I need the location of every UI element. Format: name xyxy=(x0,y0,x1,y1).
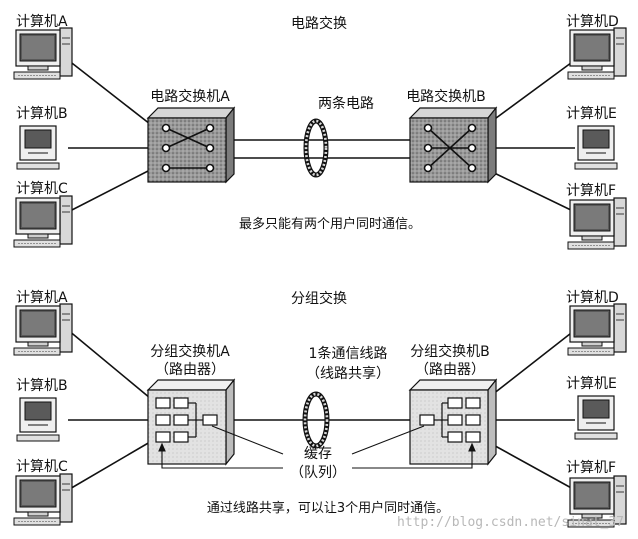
circuit-note: 最多只能有两个用户同时通信。 xyxy=(239,216,421,232)
computer-c-top-label: 计算机C xyxy=(16,181,68,197)
computer-b-top-label: 计算机B xyxy=(16,106,68,122)
computer-d-bottom-label: 计算机D xyxy=(566,290,619,306)
buffer-callout-lines xyxy=(158,425,476,469)
packet-switch-b-label-2: （路由器） xyxy=(415,362,485,378)
computer-e-top-label: 计算机E xyxy=(566,106,617,122)
computer-b-bottom xyxy=(16,397,60,442)
computer-c-top xyxy=(13,195,73,248)
buffer-label-1: 缓存 xyxy=(304,446,332,462)
computer-a-top xyxy=(13,27,73,80)
packet-switch-b-label-1: 分组交换机B xyxy=(410,343,490,360)
computer-e-bottom xyxy=(574,395,618,440)
packet-switch-a-label-1: 分组交换机A xyxy=(150,343,230,360)
computer-b-bottom-label: 计算机B xyxy=(16,378,68,394)
circuit-switch-a-label: 电路交换机A xyxy=(150,88,230,105)
packet-link-ring xyxy=(302,391,330,449)
circuit-switch-a xyxy=(146,106,236,184)
packet-switch-a-label-2: （路由器） xyxy=(155,362,225,378)
computer-a-top-label: 计算机A xyxy=(16,14,68,30)
computer-c-bottom xyxy=(13,473,73,526)
packet-link-label-1: 1条通信线路 xyxy=(309,345,388,362)
packet-switch-b xyxy=(408,378,498,466)
circuit-bundle-ring xyxy=(303,118,329,178)
computer-d-bottom xyxy=(567,303,627,356)
packet-link-label-2: （线路共享） xyxy=(306,365,390,382)
circuit-switch-b-label: 电路交换机B xyxy=(406,88,486,105)
packet-switch-a xyxy=(146,378,236,466)
computer-a-bottom xyxy=(13,303,73,356)
computer-e-top xyxy=(574,125,618,170)
computer-d-top xyxy=(567,27,627,80)
computer-c-bottom-label: 计算机C xyxy=(16,459,68,475)
computer-a-bottom-label: 计算机A xyxy=(16,290,68,306)
computer-f-bottom-label: 计算机F xyxy=(566,460,616,476)
watermark: http://blog.csdn.net/sinat_37 xyxy=(397,515,624,530)
circuit-switch-b xyxy=(408,106,498,184)
computer-d-top-label: 计算机D xyxy=(566,14,619,30)
circuit-wires xyxy=(67,59,576,213)
computer-f-top xyxy=(567,197,627,250)
packet-title: 分组交换 xyxy=(291,290,347,307)
circuit-title: 电路交换 xyxy=(291,15,347,32)
buffer-label-2: （队列） xyxy=(290,465,346,481)
computer-f-top-label: 计算机F xyxy=(566,183,616,199)
computer-e-bottom-label: 计算机E xyxy=(566,376,617,392)
packet-wires xyxy=(67,329,576,491)
packet-note: 通过线路共享，可以让3个用户同时通信。 xyxy=(207,500,449,516)
computer-b-top xyxy=(16,125,60,170)
circuit-link-label: 两条电路 xyxy=(318,95,374,112)
